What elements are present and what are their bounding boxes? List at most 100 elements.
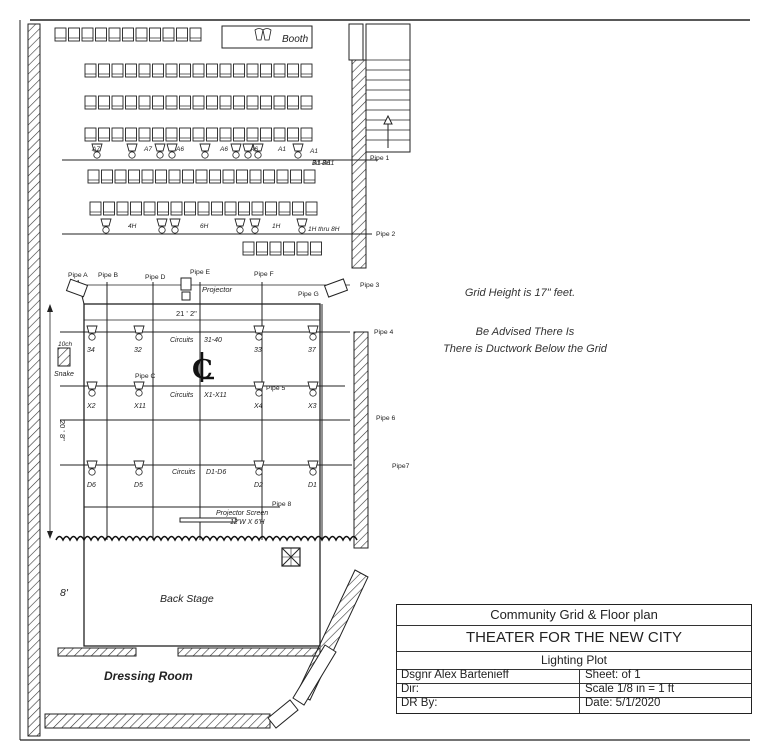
seat: [260, 127, 272, 142]
east-wall-upper: [351, 59, 367, 269]
seat: [310, 241, 322, 256]
seat: [155, 169, 167, 184]
circuit-id: 37: [308, 347, 317, 354]
seat: [162, 27, 175, 42]
pipe-label-7: Pipe7: [392, 463, 410, 470]
seat: [287, 95, 299, 110]
snakeid-label: 10ch: [58, 341, 72, 348]
house-label: B1-B6: [312, 160, 330, 167]
screen-label: Projector Screen: [216, 510, 268, 517]
seat: [273, 63, 286, 78]
circuit-id: D2: [254, 482, 263, 489]
seat: [236, 169, 248, 184]
seat: [165, 63, 178, 78]
seat: [182, 169, 194, 184]
seat: [224, 201, 237, 216]
side-projectors: [65, 277, 349, 301]
seat: [176, 27, 188, 42]
grid-height-note: Grid Height is 17" feet.: [464, 287, 576, 299]
seat: [273, 127, 286, 142]
circuit-id: X3: [307, 403, 317, 410]
house-label-h: 4H: [128, 223, 137, 230]
advisory-line-2: There is Ductwork Below the Grid: [443, 343, 607, 355]
stage-fixture: [133, 460, 145, 469]
proj-label: Projector: [202, 285, 233, 294]
seat: [265, 201, 277, 216]
house-fixture-a: [154, 143, 166, 152]
title-block-dir: Dir:: [401, 683, 419, 695]
seat: [152, 127, 164, 142]
seat: [108, 27, 121, 42]
seat: [238, 201, 250, 216]
circuit-id: 34: [87, 347, 95, 354]
stage-fixture: [86, 325, 98, 334]
eight-label: 8': [60, 587, 69, 599]
seat: [84, 127, 97, 142]
seat: [98, 127, 110, 142]
seat: [184, 201, 196, 216]
house-label-h: 6H: [200, 223, 209, 230]
seat: [114, 169, 127, 184]
stage-fixture: [307, 460, 319, 469]
title-block-theater: THEATER FOR THE NEW CITY: [465, 629, 683, 646]
seat: [278, 201, 291, 216]
snake-label: Snake: [54, 371, 74, 378]
seat: [233, 95, 245, 110]
snake-box: [57, 347, 71, 367]
pipe-label-3: Pipe 3: [360, 282, 379, 289]
seat: [195, 169, 208, 184]
seat: [122, 27, 134, 42]
seat: [152, 63, 164, 78]
house-fixture-a: [292, 143, 304, 152]
stage-fixture: [133, 381, 145, 390]
pipe-letter-label: Pipe E: [190, 269, 210, 276]
audience-seating: [54, 27, 322, 256]
seat: [125, 127, 137, 142]
stage-fixture: [253, 325, 265, 334]
seat: [111, 95, 124, 110]
seat: [263, 169, 275, 184]
stage-fixture: [253, 381, 265, 390]
seat: [287, 63, 299, 78]
house-label: A6: [175, 146, 184, 153]
circuit-id: 33: [254, 347, 262, 354]
seat: [222, 169, 235, 184]
seat: [260, 95, 272, 110]
seat: [242, 241, 255, 256]
seat: [149, 27, 161, 42]
seat: [303, 169, 316, 184]
seat: [300, 95, 313, 110]
pipe-letter-label: Pipe F: [254, 271, 274, 278]
depth-label: 20 ' 8": [58, 420, 67, 441]
house-fixture-a: [166, 143, 178, 152]
seat: [84, 63, 97, 78]
pipe-letter-label: Pipe A: [68, 272, 88, 279]
advisory-line-1: Be Advised There Is: [475, 326, 575, 338]
curtain-line: [55, 535, 358, 542]
seat: [95, 27, 107, 42]
title-block-drby: DR By:: [401, 697, 438, 709]
title-block-drawing: Lighting Plot: [540, 653, 608, 667]
seat: [138, 63, 151, 78]
seat: [209, 169, 221, 184]
house-label: A1: [277, 146, 286, 153]
pipe-label-8: Pipe 8: [272, 501, 291, 508]
seat: [111, 63, 124, 78]
circuit-id: 32: [134, 347, 142, 354]
seat: [87, 169, 100, 184]
sheet-border: [19, 19, 750, 741]
seat: [125, 95, 137, 110]
seat: [246, 127, 259, 142]
pipe-letter-label: Pipe C: [135, 373, 155, 380]
seat: [165, 127, 178, 142]
stage-fixtures: [86, 325, 319, 476]
house-label-h: 1H: [272, 223, 281, 230]
seat: [157, 201, 169, 216]
seat: [260, 63, 272, 78]
title-block: Community Grid & Floor plan THEATER FOR …: [396, 604, 752, 714]
title-block-sheet: Sheet: of 1: [585, 669, 641, 681]
house-label: A7: [91, 146, 100, 153]
